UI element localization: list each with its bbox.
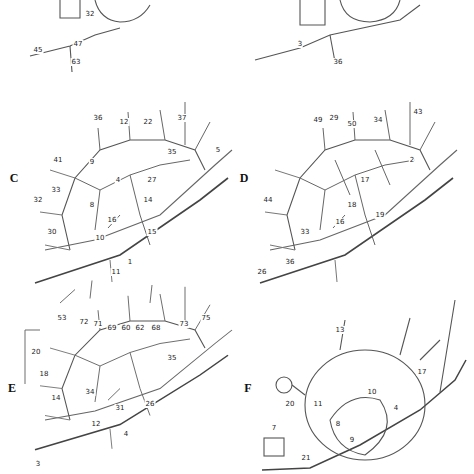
segment-number: 36 xyxy=(333,58,344,66)
segment-number: 27 xyxy=(147,176,158,184)
segment-number: 16 xyxy=(335,218,346,226)
segment-number: 13 xyxy=(335,326,346,334)
panel-letter: D xyxy=(239,172,250,185)
segment-number: 33 xyxy=(300,228,311,236)
segment-number: 26 xyxy=(145,400,156,408)
segment-number: 14 xyxy=(51,394,62,402)
segment-number: 32 xyxy=(85,10,96,18)
segment-number: 72 xyxy=(79,318,90,326)
segment-number: 22 xyxy=(143,118,154,126)
panel-letter: E xyxy=(7,382,17,395)
segment-number: 19 xyxy=(375,211,386,219)
segment-number: 47 xyxy=(73,40,84,48)
segment-number: 17 xyxy=(417,368,428,376)
panel-letter: F xyxy=(243,382,252,395)
segment-number: 12 xyxy=(91,420,102,428)
segment-number: 44 xyxy=(263,196,274,204)
segment-number: 9 xyxy=(89,158,95,166)
segment-number: 36 xyxy=(285,258,296,266)
segment-number: 35 xyxy=(167,354,178,362)
segment-number: 3 xyxy=(297,40,303,48)
segment-number: 69 xyxy=(107,324,118,332)
segment-number: 49 xyxy=(313,116,324,124)
segment-number: 4 xyxy=(115,176,121,184)
segment-number: 31 xyxy=(115,404,126,412)
segment-number: 45 xyxy=(33,46,44,54)
segment-number: 60 xyxy=(121,324,132,332)
segment-number: 17 xyxy=(360,176,371,184)
segment-number: 50 xyxy=(347,120,358,128)
segment-number: 5 xyxy=(215,146,221,154)
segment-number: 18 xyxy=(347,201,358,209)
segment-number: 3 xyxy=(35,460,41,468)
segment-number: 1 xyxy=(127,258,133,266)
segment-number: 43 xyxy=(413,108,424,116)
segment-number: 53 xyxy=(57,314,68,322)
segment-number: 34 xyxy=(373,116,384,124)
segment-number: 9 xyxy=(349,436,355,444)
segment-number: 12 xyxy=(119,118,130,126)
segment-number: 73 xyxy=(179,320,190,328)
segment-number: 35 xyxy=(167,148,178,156)
segment-number: 62 xyxy=(135,324,146,332)
segment-number: 33 xyxy=(51,186,62,194)
segment-number: 10 xyxy=(95,234,106,242)
segment-number: 14 xyxy=(143,196,154,204)
segment-number: 29 xyxy=(329,114,340,122)
segment-number: 16 xyxy=(107,216,118,224)
segment-number: 10 xyxy=(367,388,378,396)
segment-number: 36 xyxy=(93,114,104,122)
segment-number: 41 xyxy=(53,156,64,164)
segment-number: 30 xyxy=(47,228,58,236)
segment-number: 7 xyxy=(271,424,277,432)
segment-number: 26 xyxy=(257,268,268,276)
segment-number: 2 xyxy=(409,156,415,164)
segment-number: 4 xyxy=(123,430,129,438)
segment-number: 11 xyxy=(313,400,324,408)
segment-number: 75 xyxy=(201,314,212,322)
segment-number: 20 xyxy=(31,348,42,356)
segment-number: 32 xyxy=(33,196,44,204)
segment-number: 20 xyxy=(285,400,296,408)
segment-number: 37 xyxy=(177,114,188,122)
segment-number: 63 xyxy=(71,58,82,66)
segment-number: 18 xyxy=(39,370,50,378)
segment-number: 4 xyxy=(393,404,399,412)
segment-number: 8 xyxy=(335,420,341,428)
segment-number: 34 xyxy=(85,388,96,396)
segment-number: 68 xyxy=(151,324,162,332)
panel-letter: C xyxy=(9,172,20,185)
segment-number: 11 xyxy=(111,268,122,276)
segment-number: 8 xyxy=(89,201,95,209)
segment-number: 15 xyxy=(147,228,158,236)
segment-number: 71 xyxy=(93,320,104,328)
segment-number: 21 xyxy=(301,454,312,462)
